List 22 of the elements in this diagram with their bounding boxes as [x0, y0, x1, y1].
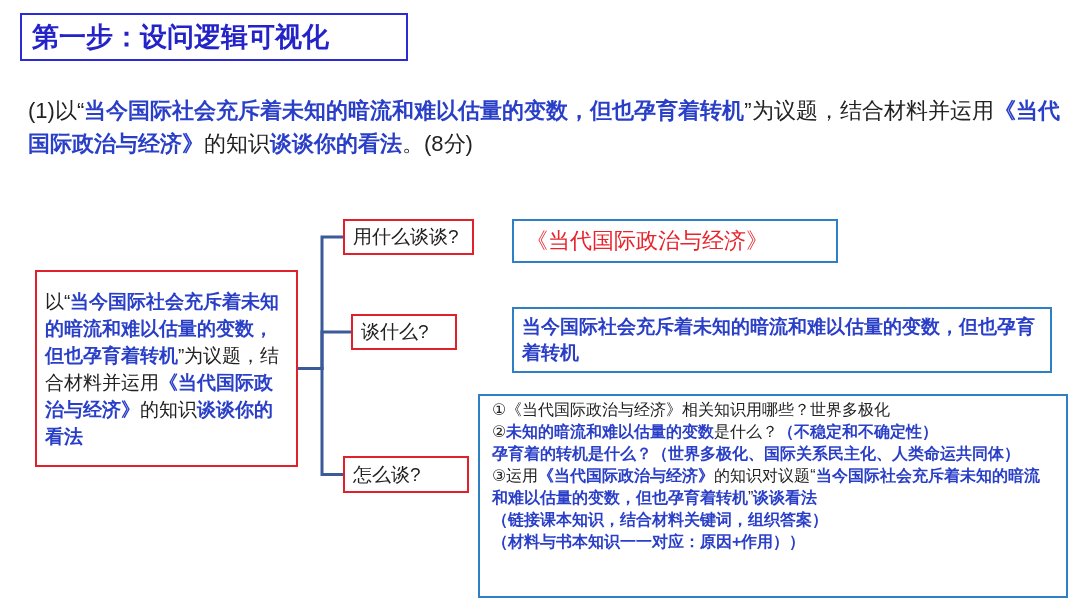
box-text: 用什么谈谈?	[353, 225, 460, 249]
title-heading: 第一步：设问逻辑可视化	[20, 13, 408, 61]
topic-box	[351, 314, 457, 350]
answer-box	[478, 394, 1068, 598]
box-text: 以“当今国际社会充斥着未知的暗流和难以估量的变数，但也孕育着转机”为议题，结合材料并运用《当代国际政治与经济》的知识谈谈你的看法	[45, 289, 281, 449]
topic-box	[343, 456, 469, 493]
bracket-line	[298, 367, 343, 476]
topic-box	[35, 270, 298, 467]
answer-box	[512, 307, 1052, 373]
box-text: ②未知的暗流和难以估量的变数是什么？（不稳定和不确定性）	[492, 422, 940, 442]
box-text: 谈什么?	[361, 320, 430, 344]
box-text: 孕育着的转机是什么？（世界多极化、国际关系民主化、人类命运共同体）	[492, 444, 1021, 464]
question-text: (1)以“当今国际社会充斥着未知的暗流和难以估量的变数，但也孕育着转机”为议题，结合材料并运用《当代国际政治与经济》的知识谈谈你的看法。(8分)	[28, 97, 1061, 158]
answer-box	[512, 219, 838, 263]
box-text: （链接课本知识，结合材料关键词，组织答案）	[492, 510, 829, 530]
box-text: 怎么谈?	[353, 462, 422, 487]
topic-box	[343, 219, 474, 255]
box-text: 当今国际社会充斥着未知的暗流和难以估量的变数，但也孕育着转机	[522, 315, 1036, 365]
box-text: ①《当代国际政治与经济》相关知识用哪些？世界多极化	[492, 400, 892, 420]
box-text: 《当代国际政治与经济》	[526, 227, 769, 255]
box-text: ③运用《当代国际政治与经济》的知识对议题“当今国际社会充斥着未知的暗流和难以估量的变数，但也孕育着转机”谈谈看法	[492, 466, 1041, 508]
box-text: （材料与书本知识一一对应：原因+作用））	[492, 532, 807, 552]
